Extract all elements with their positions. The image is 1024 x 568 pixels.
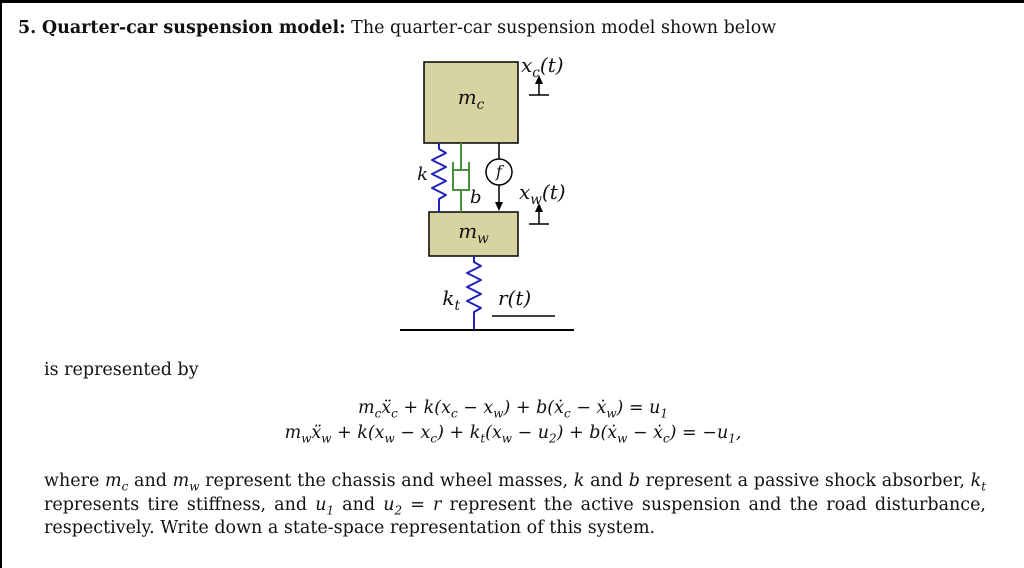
actuator-force-label: f bbox=[496, 162, 502, 181]
damper-label: b bbox=[470, 187, 482, 208]
problem-number: 5. bbox=[18, 18, 37, 38]
wheel-mass-rect bbox=[428, 211, 519, 257]
equation-line-1: mcẍc + k(xc − xw) + b(ẋc − ẋw) = u1 bbox=[358, 398, 668, 421]
tire-spring bbox=[466, 256, 482, 330]
wheel-mass-label: mw bbox=[458, 219, 489, 247]
suspension-spring bbox=[431, 143, 447, 212]
problem-title-rest: The quarter-car suspension model shown b… bbox=[345, 18, 777, 38]
closing-paragraph: where mc and mw represent the chassis an… bbox=[44, 471, 986, 538]
road-input-label: r(t) bbox=[498, 286, 532, 310]
wheel-displacement-arrowhead bbox=[535, 203, 543, 212]
wheel-displacement-label: xw(t) bbox=[519, 180, 566, 208]
chassis-displacement-arrowhead bbox=[535, 75, 543, 84]
equation-line-2: mwẍw + k(xw − xc) + kt(xw − u2) + b(ẋw −… bbox=[284, 423, 742, 446]
equation-block: mcẍc + k(xc − xw) + b(ẋc − ẋw) = u1 mwẍw… bbox=[2, 396, 1024, 446]
represented-by-text: is represented by bbox=[44, 360, 199, 380]
suspension-diagram-canvas bbox=[400, 61, 574, 331]
problem-heading: 5. Quarter-car suspension model: The qua… bbox=[2, 3, 1024, 40]
suspension-diagram: mc xc(t) k b f xw(t) mw kt r(t) bbox=[2, 48, 1024, 340]
chassis-displacement-label: xc(t) bbox=[521, 53, 564, 81]
actuator-force-arrowhead bbox=[495, 202, 503, 211]
chassis-mass-rect bbox=[423, 61, 519, 144]
tire-stiffness-label: kt bbox=[442, 286, 460, 314]
problem-title: Quarter-car suspension model: bbox=[41, 18, 346, 38]
chassis-mass-label: mc bbox=[457, 85, 485, 113]
suspension-spring-label: k bbox=[417, 164, 428, 185]
